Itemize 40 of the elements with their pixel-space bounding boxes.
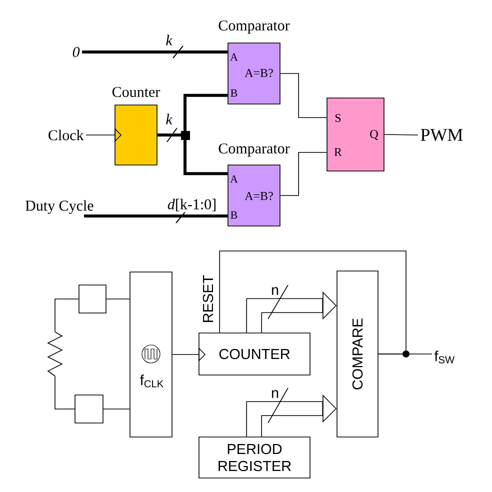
connector-line: [384, 134, 418, 136]
port-label: Q: [370, 130, 378, 140]
port-label: B: [230, 89, 238, 97]
input-label: Clock: [48, 130, 84, 140]
connector-line: [103, 408, 130, 410]
compare-box: COMPARE: [336, 270, 378, 438]
connector-line: [82, 50, 228, 54]
port-label: A: [230, 53, 238, 61]
resistor-symbol: [47, 332, 63, 376]
output-label: f$_{SW}$: [434, 350, 455, 364]
output-label: PWM: [420, 128, 463, 142]
connector-line: [280, 152, 327, 196]
connector-line: [106, 298, 130, 300]
box-label: A=B?: [244, 192, 273, 200]
edge-label: RESET: [202, 274, 214, 324]
counter-box: COUNTER: [198, 332, 310, 376]
edge-label: k: [164, 34, 174, 46]
connector-line: [84, 214, 228, 218]
input-label: 0: [72, 46, 80, 58]
edge-label: d[k-1:0]: [166, 198, 218, 212]
port-label: R: [334, 148, 342, 156]
port-label: B: [230, 211, 238, 219]
box-heading: Comparator: [218, 143, 290, 157]
connector-line: [157, 134, 228, 176]
box-label: A=B?: [244, 68, 273, 78]
connector-line: [280, 73, 327, 118]
box-heading: Counter: [112, 86, 160, 98]
box-heading: Comparator: [218, 20, 290, 34]
small-box: [74, 394, 104, 424]
connector-line: [54, 298, 79, 332]
input-label: Duty Cycle: [26, 200, 94, 214]
edge-label: n: [270, 286, 280, 296]
connector-line: [54, 376, 75, 410]
edge-label: k: [164, 112, 174, 126]
edge-label: n: [270, 389, 280, 399]
port-label: S: [335, 114, 341, 122]
port-label: A: [230, 175, 238, 183]
frequency-label: f$_{CLK}$: [140, 374, 164, 388]
register-box: PERIOD REGISTER: [198, 436, 310, 478]
small-box: [78, 284, 106, 314]
